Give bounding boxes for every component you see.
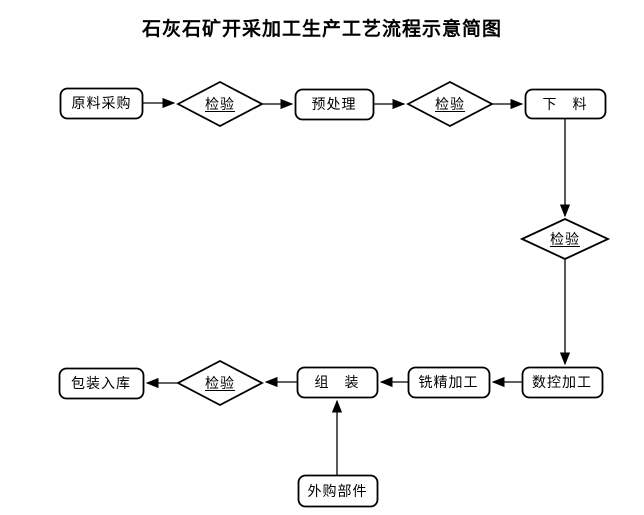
node-label-inspect-2: 检验: [435, 97, 465, 113]
node-label-inspect-3: 检验: [550, 232, 580, 248]
node-shape-purchased-parts: [297, 474, 379, 508]
node-label-purchased-parts: 外购部件: [307, 483, 368, 500]
diagram-title: 石灰石矿开采加工生产工艺流程示意简图: [141, 18, 502, 40]
node-shape-assembly: [296, 366, 379, 399]
node-label-blanking: 下 料: [542, 96, 588, 113]
node-label-assembly: 组 装: [314, 375, 360, 391]
node-shape-packaging-storage: [58, 367, 145, 400]
node-label-pretreatment: 预处理: [311, 97, 357, 113]
node-label-inspect-1: 检验: [205, 97, 235, 113]
node-shape-pretreatment: [294, 88, 375, 121]
node-label-inspect-4: 检验: [205, 376, 235, 392]
node-label-packaging-storage: 包装入库: [71, 376, 131, 392]
node-shape-inspect-4: [176, 359, 264, 407]
node-shape-raw-material: [59, 87, 144, 120]
node-shape-inspect-3: [519, 218, 611, 260]
node-shape-fine-milling: [407, 366, 491, 399]
node-shape-cnc-machining: [521, 366, 604, 399]
node-label-fine-milling: 铣精加工: [418, 375, 479, 391]
node-label-raw-material: 原料采购: [71, 96, 132, 112]
node-label-cnc-machining: 数控加工: [532, 375, 592, 391]
